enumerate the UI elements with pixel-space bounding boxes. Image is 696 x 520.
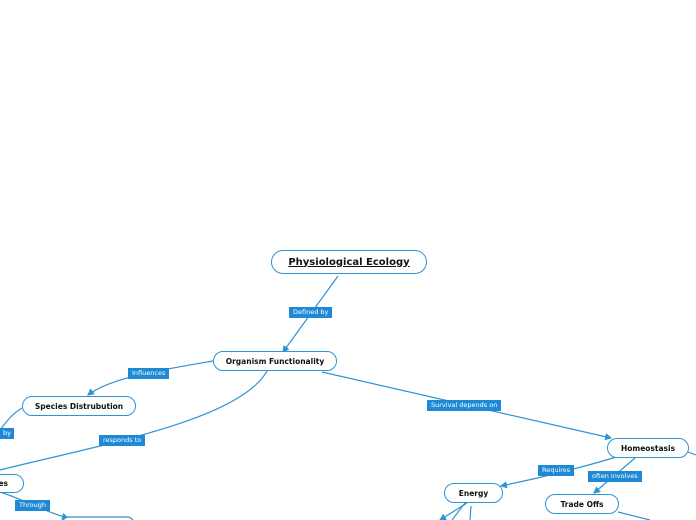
edge-species-left [0,407,23,431]
label-partial-by: by [0,428,14,439]
root-node-physiological-ecology[interactable]: Physiological Ecology [271,250,427,274]
node-homeostasis[interactable]: Homeostasis [607,438,689,458]
node-organism-functionality[interactable]: Organism Functionality [213,351,337,371]
partial-node-bottom [62,516,134,520]
label-requires: Requires [538,465,575,476]
label-defined-by: Defined by [289,307,333,318]
node-partial-left[interactable]: es [0,474,24,493]
label-through: Through [15,500,50,511]
node-energy[interactable]: Energy [444,483,503,503]
edge-organism-responds [0,370,268,471]
label-survival-depends-on: Survival depends on [427,400,502,411]
edge-energy-down-3 [469,505,472,520]
edge-energy-down-2 [451,502,466,520]
label-often-involves: often involves [588,471,642,482]
edge-homeostasis-right [687,451,696,456]
label-responds-to: responds to [99,435,146,446]
node-trade-offs[interactable]: Trade Offs [545,494,619,514]
edge-tradeoffs-right [617,511,651,520]
label-influences: Influences [128,368,170,379]
node-species-distribution[interactable]: Species Distrubution [22,396,136,416]
